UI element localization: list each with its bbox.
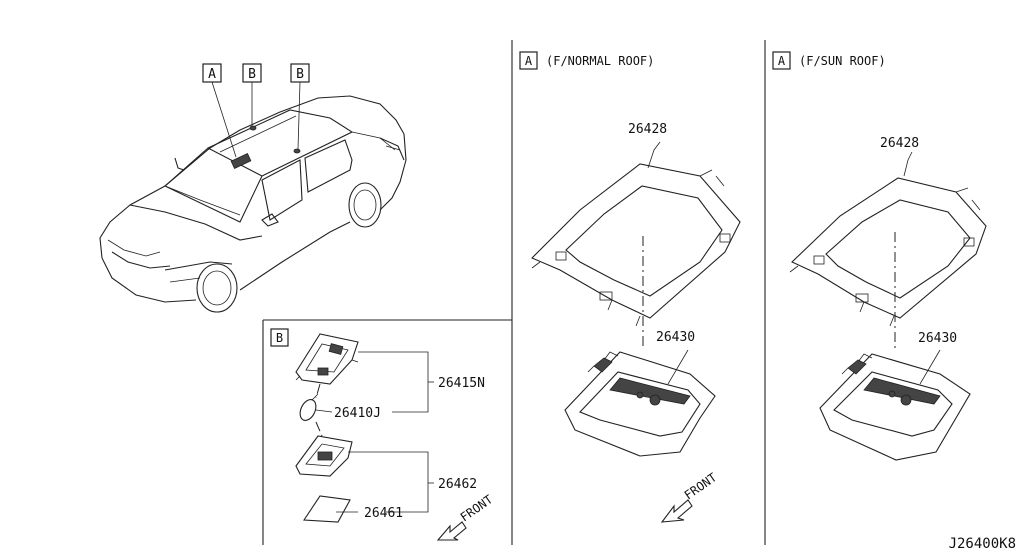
part-26461: 26461 (364, 506, 403, 521)
panel-sun-labels: 26428 26430 (880, 136, 957, 346)
part-26430-sun: 26430 (918, 331, 957, 346)
detail-b-labels: 26415N 26410J 26462 26461 (334, 376, 485, 521)
front-label-detail: FRONT (458, 492, 496, 524)
front-label-normal: FRONT (682, 470, 720, 502)
panel-normal-roof: A (F/NORMAL ROOF) (519, 51, 741, 457)
car-callouts: A B B (202, 63, 310, 158)
callout-a-car: A (208, 67, 216, 82)
part-26430-normal: 26430 (656, 330, 695, 345)
part-26462: 26462 (438, 477, 477, 492)
diagram-id: J26400K8 (949, 536, 1016, 552)
part-26428-normal: 26428 (628, 122, 667, 137)
car-illustration (99, 95, 407, 313)
callout-b-car-2: B (296, 67, 304, 82)
detail-b: B (270, 328, 434, 523)
callout-a-normal: A (525, 54, 533, 68)
panel-dividers (262, 40, 766, 545)
panel-sun-roof: A (F/SUN ROOF) (772, 51, 987, 461)
part-26410j: 26410J (334, 406, 381, 421)
part-26415n: 26415N (438, 376, 485, 391)
title-normal-roof: (F/NORMAL ROOF) (546, 54, 654, 68)
callout-b-detail: B (276, 331, 283, 345)
panel-normal-labels: 26428 26430 (628, 122, 695, 345)
part-26428-sun: 26428 (880, 136, 919, 151)
front-arrow-normal: FRONT (660, 470, 720, 523)
callout-a-sun: A (778, 54, 786, 68)
callout-b-car-1: B (248, 67, 256, 82)
title-sun-roof: (F/SUN ROOF) (799, 54, 886, 68)
front-arrow-detail: FRONT (436, 492, 496, 541)
